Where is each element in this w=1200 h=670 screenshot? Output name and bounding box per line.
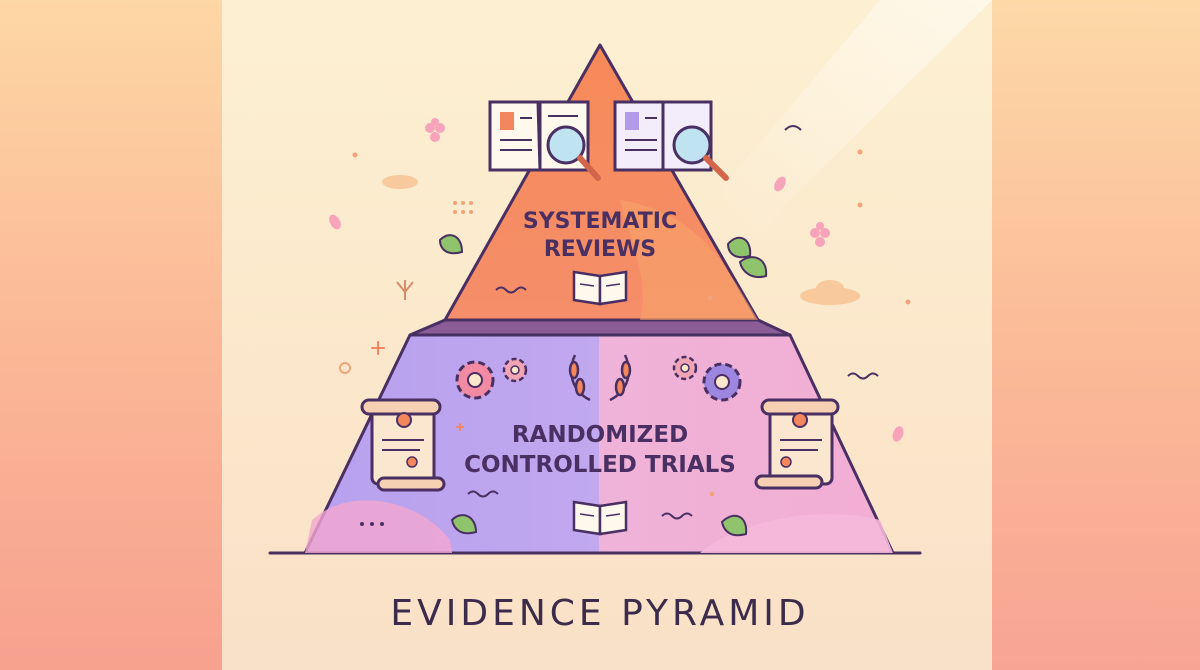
petal-icon (329, 176, 904, 442)
bottom-tier-label-line2: CONTROLLED TRIALS (464, 452, 736, 478)
open-book-magnifier-icon (488, 100, 601, 181)
gear-icon (502, 357, 528, 383)
dots-decoration (360, 522, 384, 526)
ring-decoration (339, 362, 351, 374)
open-book-icon (572, 500, 628, 536)
gear-icon (672, 355, 698, 381)
cloud-icon (382, 175, 860, 305)
gear-icon (702, 362, 742, 402)
squiggle-decoration (661, 512, 693, 520)
open-book-icon (572, 270, 628, 306)
left-background-band (0, 0, 222, 670)
arc-decoration (784, 125, 802, 131)
leaf-icon (726, 236, 768, 278)
open-book-magnifier-icon (613, 100, 729, 181)
leaf-icon (438, 234, 464, 255)
squiggle-decoration (847, 372, 879, 380)
flower-icon (810, 222, 830, 247)
top-tier-label-line2: REVIEWS (544, 237, 656, 262)
bottom-tier-label-line1: RANDOMIZED (512, 422, 688, 448)
flower-icon (425, 118, 445, 142)
bottom-tier-wave-right (700, 514, 893, 553)
right-background-band (992, 0, 1200, 670)
certificate-scroll-icon (360, 398, 446, 492)
top-tier-highlight (620, 200, 758, 320)
squiggle-decoration (467, 490, 499, 498)
leaf-icon (720, 514, 748, 537)
dots-decoration (352, 149, 911, 497)
sparkle-decoration (371, 341, 464, 431)
light-ray (720, 0, 992, 230)
top-tier-label-line1: SYSTEMATIC (523, 209, 677, 234)
laurel-wreath-icon (568, 354, 632, 402)
squiggle-decoration (495, 286, 527, 294)
bottom-tier-wave (305, 500, 452, 553)
sprig-icon (396, 280, 414, 300)
leaf-icon (450, 514, 478, 535)
certificate-scroll-icon (754, 398, 840, 490)
tier-connector (408, 318, 792, 337)
gear-icon (455, 360, 495, 400)
diagram-caption: EVIDENCE PYRAMID (390, 593, 809, 634)
